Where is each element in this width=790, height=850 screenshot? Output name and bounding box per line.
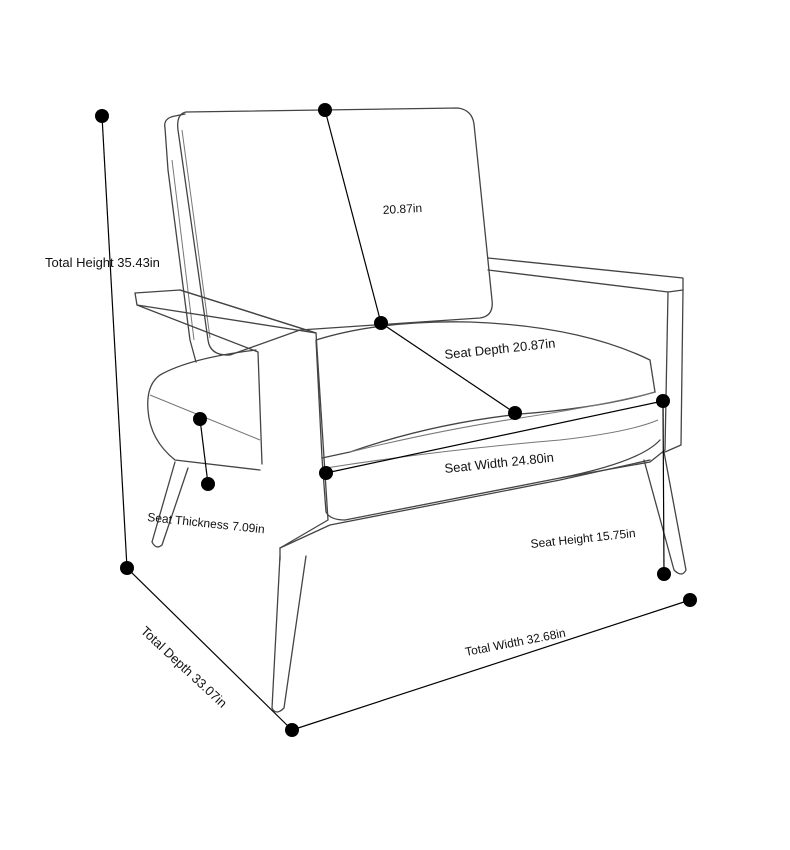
marker-dot: [657, 567, 671, 581]
marker-dot: [319, 466, 333, 480]
marker-dot: [193, 412, 207, 426]
total-depth-label: Total Depth 33.07in: [138, 623, 230, 710]
marker-dot: [683, 593, 697, 607]
marker-dot: [374, 316, 388, 330]
front-right-leg: [643, 451, 687, 575]
back-cushion: [177, 107, 493, 356]
marker-dot: [201, 477, 215, 491]
front-left-leg: [271, 555, 307, 713]
left-arm: [134, 289, 329, 549]
total-width-label: Total Width 32.68in: [464, 626, 567, 659]
marker-dot: [656, 394, 670, 408]
total-height-label: Total Height 35.43in: [45, 255, 160, 270]
armchair-illustration: [134, 107, 687, 713]
marker-dot: [318, 103, 332, 117]
marker-dot: [120, 561, 134, 575]
back-left-leg: [151, 461, 189, 548]
seat-thickness-label: Seat Thickness 7.09in: [147, 510, 266, 536]
dimension-markers: [95, 103, 697, 737]
dimension-lines: [101, 109, 691, 731]
seat-depth-label: Seat Depth 20.87in: [444, 335, 556, 362]
marker-dot: [95, 109, 109, 123]
back-height-label: 20.87in: [382, 201, 422, 217]
marker-dot: [508, 406, 522, 420]
seat-width-label: Seat Width 24.80in: [444, 450, 555, 476]
seat-height-label: Seat Height 15.75in: [530, 526, 636, 551]
marker-dot: [285, 723, 299, 737]
